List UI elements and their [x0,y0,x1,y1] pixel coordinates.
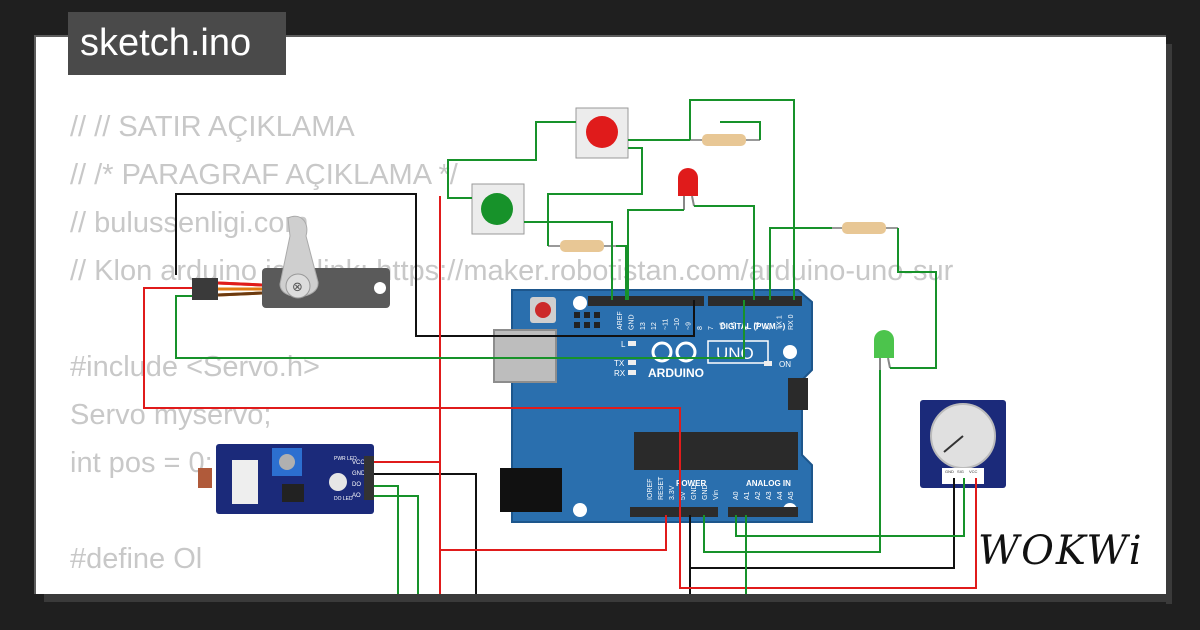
potentiometer[interactable]: GND SIG VCC [920,400,1006,488]
digital-pin-label: GND [628,314,635,330]
wokwi-logo: WOKWi [978,528,1144,574]
code-line: int pos = 0; [70,447,213,479]
l-led-label: L [621,340,626,349]
analog-pin-label: A2 [755,491,762,500]
sensor-pin-label: GND [352,471,366,477]
push-button-red[interactable] [575,107,629,159]
sensor-pin-label: VCC [352,460,365,466]
analog-pin-label: A1 [744,491,751,500]
resistor[interactable] [690,134,760,146]
servo-horn[interactable] [279,215,319,297]
digital-pin-label: 7 [708,326,715,330]
code-line: // // SATIR AÇIKLAMA [70,111,355,143]
microcontroller-chip [634,432,798,470]
analog-pin-label: A3 [766,491,773,500]
digital-pin-label: RX 0 [788,314,795,330]
digital-pin-label: ~6 [720,322,727,330]
arduino-logo-text: ARDUINO [648,366,704,380]
sensor-pin-label: DO [352,482,361,488]
tx-label: TX [614,359,625,368]
do-led-label: DO LED [334,496,353,502]
wires [143,99,977,594]
pot-pin-label: SIG [957,469,964,474]
power-pin-label: 5V [680,491,687,500]
digital-pin-label: AREF [617,311,624,330]
digital-pin-label: 4 [742,326,749,330]
power-pin-label: GND [691,484,698,500]
code-line: // /* PARAGRAF AÇIKLAMA */ [70,159,458,191]
code-line: Servo myservo; [70,399,272,431]
power-pin-label: RESET [658,476,665,500]
arduino-uno-board[interactable]: ARDUINO UNO ON L TX RX DIGITAL (PWM ~) P… [493,289,813,523]
resistor[interactable] [548,240,616,252]
digital-pin-label: ~3 [754,322,761,330]
pot-pin-label: VCC [969,469,978,474]
digital-pin-label: ~11 [663,319,670,330]
on-label: ON [779,360,791,369]
pwr-led-label: PWR LED [334,456,357,462]
digital-pins-label: DIGITAL (PWM ~) [720,322,786,331]
analog-pin-label: A0 [733,491,740,500]
board-model-label: UNO [716,344,754,363]
file-tab-title[interactable]: sketch.ino [68,12,286,75]
resistor[interactable] [832,222,898,234]
arduino-logo-icon [651,341,697,363]
power-pin-label: 3.3V [669,485,676,500]
digital-pin-label: ~9 [685,322,692,330]
digital-pin-label: TX 1 [777,315,784,330]
digital-pin-label: 2 [765,326,772,330]
analog-pin-label: A5 [788,491,795,500]
code-line: #include <Servo.h> [70,351,320,383]
sensor-element [198,468,212,488]
usb-port [493,329,557,383]
frame-shadow-bottom [44,594,1172,602]
frame-shadow-right [1166,44,1172,604]
code-line: // bulussenligi.com [70,207,309,239]
led-red[interactable] [678,168,698,210]
digital-pin-label: ~5 [731,322,738,330]
code-line: #define Ol [70,543,203,575]
power-pin-label: Vin [713,490,720,500]
sensor-module[interactable]: PWR LED DO LED VCC GND DO AO [198,444,374,514]
digital-pin-label: 13 [640,322,647,330]
digital-pin-label: ~10 [674,318,681,330]
push-button-green[interactable] [471,183,525,235]
power-pin-label: IOREF [647,479,654,500]
digital-pin-label: 8 [697,326,704,330]
analog-in-label: ANALOG IN [746,479,791,488]
power-label: POWER [676,479,706,488]
svg-text:⊗: ⊗ [292,280,303,295]
reset-button[interactable] [535,302,551,318]
rx-label: RX [614,369,626,378]
servo-motor[interactable]: ⊗ [192,215,390,308]
power-pin-label: GND [702,484,709,500]
analog-pin-label: A4 [777,491,784,500]
led-green[interactable] [874,330,894,370]
digital-pin-label: 12 [651,322,658,330]
dc-jack [500,468,562,512]
sensor-pin-label: AO [352,493,361,499]
pot-pin-label: GND [945,469,954,474]
